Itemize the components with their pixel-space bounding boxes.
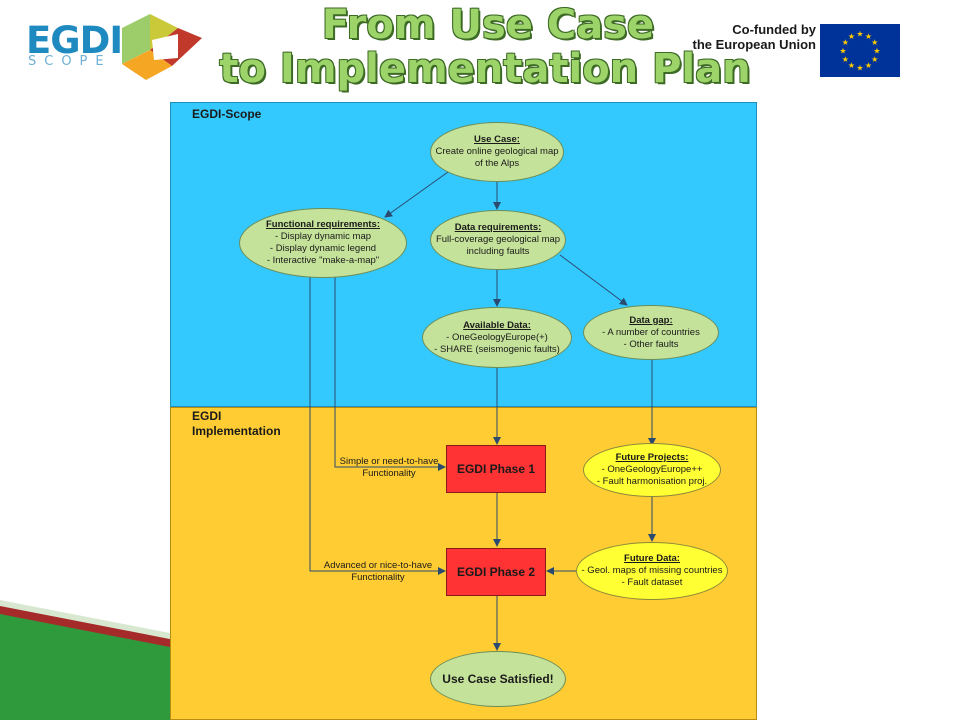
eu-star-icon: ★ [842, 55, 849, 64]
edge-label-simple-line1: Simple or need-to-have [339, 456, 439, 467]
future-data-line1: - Geol. maps of missing countries [581, 565, 723, 576]
implementation-panel-label: EGDI Implementation [192, 409, 281, 439]
egdi-logo-text: EGDI [26, 19, 123, 62]
impl-label-line1: EGDI [192, 409, 222, 423]
egdi-phase1-box: EGDI Phase 1 [446, 445, 546, 493]
egdi-logo-subtext: SCOPE [28, 54, 112, 69]
edge-datareq-gap [559, 254, 628, 306]
data-requirements-node: Data requirements: Full-coverage geologi… [430, 210, 566, 270]
eu-star-icon: ★ [856, 30, 863, 39]
eu-star-icon: ★ [865, 32, 872, 41]
egdi-phase2-box: EGDI Phase 2 [446, 548, 546, 596]
edge-label-simple-line2: Functionality [362, 468, 416, 479]
edge-label-advanced: Advanced or nice-to-have Functionality [316, 560, 440, 584]
data-req-line2: including faults [466, 246, 530, 257]
available-heading: Available Data: [463, 319, 531, 331]
eu-text-line1: Co-funded by [732, 22, 816, 37]
eu-star-icon: ★ [842, 38, 849, 47]
edge-functional-phase1 [334, 277, 446, 471]
edge-usecase-functional [384, 171, 449, 218]
available-line1: - OneGeologyEurope(+) [446, 331, 548, 343]
functional-requirements-node: Functional requirements: - Display dynam… [239, 208, 407, 278]
slide-title-line1: From Use Case [321, 2, 655, 48]
eu-star-icon: ★ [848, 61, 855, 70]
slide-swoosh-decoration [0, 600, 175, 720]
data-req-heading: Data requirements: [454, 222, 542, 233]
edge-label-simple: Simple or need-to-have Functionality [336, 456, 442, 480]
available-data-node: Available Data: - OneGeologyEurope(+) - … [422, 307, 572, 368]
use-case-heading: Use Case: [474, 134, 520, 145]
eu-text-line2: the European Union [692, 37, 817, 52]
use-case-satisfied-node: Use Case Satisfied! [430, 651, 566, 707]
functional-line1: - Display dynamic map [274, 231, 372, 242]
eu-star-icon: ★ [871, 38, 878, 47]
future-data-heading: Future Data: [624, 553, 680, 564]
use-case-line1: Create online geological map [435, 146, 559, 157]
future-data-node: Future Data: - Geol. maps of missing cou… [576, 542, 728, 600]
use-case-node: Use Case: Create online geological map o… [430, 122, 564, 182]
eu-star-icon: ★ [873, 47, 880, 56]
future-projects-line1: - OneGeologyEurope++ [601, 464, 703, 475]
use-case-line2: of the Alps [474, 158, 520, 169]
gap-heading: Data gap: [629, 314, 673, 326]
available-line2: - SHARE (seismogenic faults) [434, 343, 560, 355]
eu-star-icon: ★ [871, 55, 878, 64]
egdi-cube-logo-icon [122, 14, 202, 80]
gap-line1: - A number of countries [602, 326, 700, 338]
slide-title-line2: to Implementation Plan [219, 46, 751, 92]
edge-label-advanced-line1: Advanced or nice-to-have [323, 560, 433, 571]
functional-heading: Functional requirements: [265, 219, 380, 230]
edge-label-advanced-line2: Functionality [351, 572, 405, 583]
future-projects-heading: Future Projects: [615, 452, 689, 463]
edge-functional-phase2 [309, 277, 446, 575]
data-gap-node: Data gap: - A number of countries - Othe… [583, 305, 719, 360]
eu-cofunded-text: Co-funded by the European Union [686, 22, 817, 52]
impl-label-line2: Implementation [192, 424, 281, 438]
eu-star-icon: ★ [865, 61, 872, 70]
future-projects-line2: - Fault harmonisation proj. [596, 476, 708, 487]
future-projects-node: Future Projects: - OneGeologyEurope++ - … [583, 443, 721, 497]
future-data-line2: - Fault dataset [621, 577, 683, 588]
eu-star-icon: ★ [839, 47, 846, 56]
eu-flag-icon: ★★★★★★★★★★★★ [820, 24, 900, 77]
functional-line3: - Interactive "make-a-map" [266, 255, 380, 266]
eu-star-icon: ★ [856, 64, 863, 73]
scope-panel-label: EGDI-Scope [192, 107, 262, 121]
functional-line2: - Display dynamic legend [269, 243, 377, 254]
gap-line2: - Other faults [623, 338, 679, 350]
data-req-line1: Full-coverage geological map [435, 234, 561, 245]
eu-star-icon: ★ [848, 32, 855, 41]
